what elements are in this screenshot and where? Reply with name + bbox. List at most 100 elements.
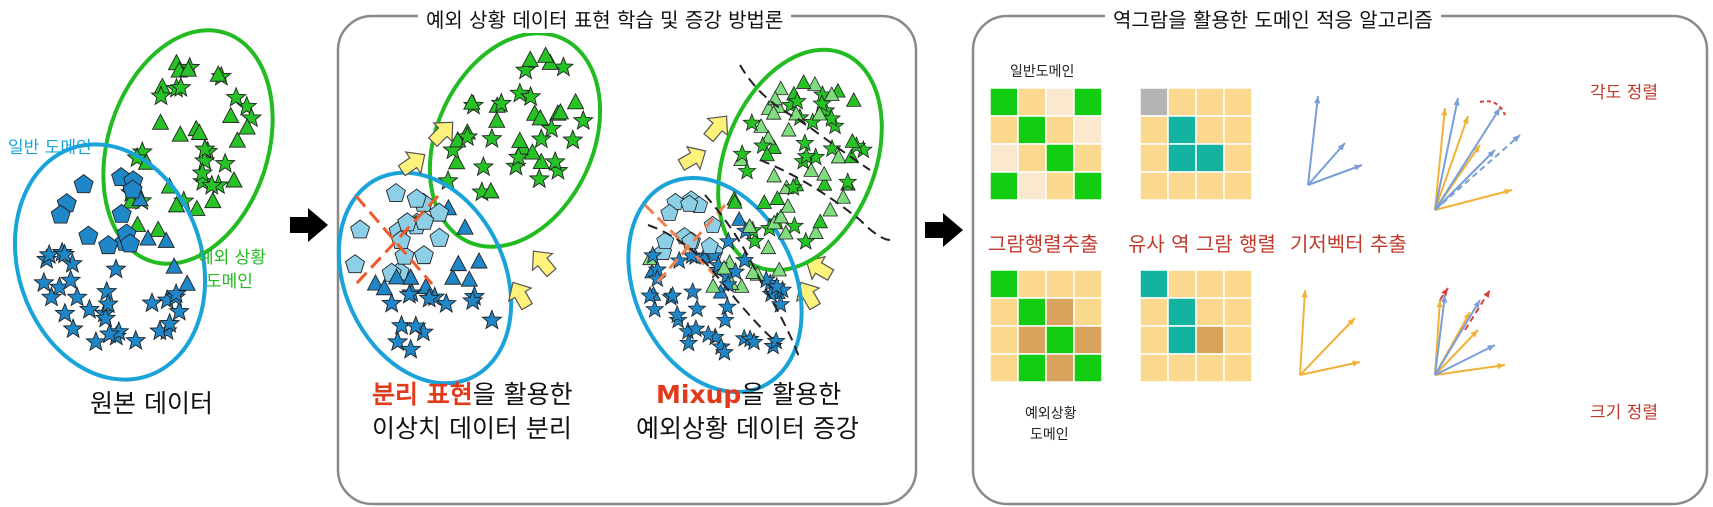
star-marker [481,128,502,148]
triangle-marker [222,107,240,124]
matrix-cell [1195,325,1225,355]
gram-matrix-exception [989,269,1103,383]
pseudo-inverse-label: 유사 역 그람 행렬 [1128,232,1276,256]
matrix-cell [1167,171,1197,201]
mix-caption-rest: 을 활용한 [741,380,842,409]
vector-arrowhead [1483,290,1490,298]
matrix-cell [1195,353,1225,383]
matrix-cell [1017,297,1047,327]
pent-marker [385,183,406,203]
star-marker [795,133,814,152]
basis-vector [1434,134,1521,211]
basis-vector [1299,289,1306,376]
triangle-marker [228,131,246,148]
triangle-marker [511,131,529,148]
matrix-cell [1045,325,1075,355]
star-marker [33,272,54,292]
tri-marker [456,218,474,235]
matrix-cell [1139,115,1169,145]
sep-green-ellipse [427,31,603,249]
vector-arrowhead [1314,96,1321,104]
star-marker [679,333,698,352]
vector-arrowhead [1347,318,1355,326]
yellow-arrow [795,281,822,311]
matrix-cell [1017,269,1047,299]
vector-arrowhead [1301,290,1308,298]
yellow-arrow [677,145,707,172]
star-marker [125,330,146,350]
left-normal-domain-label: 일반 도메인 [8,138,92,158]
matrix-cell [1139,87,1169,117]
matrix-cell [1017,87,1047,117]
right-panel-title: 역그람을 활용한 도메인 적응 알고리즘 [1105,4,1441,33]
matrix-cell [1223,143,1253,173]
matrix-cell [1223,297,1253,327]
basis-vector [1307,142,1346,186]
matrix-cell [1139,325,1169,355]
triangle-marker [781,122,797,137]
triangle-marker [766,168,782,183]
pent-marker [345,254,366,274]
matrix-cell [1139,353,1169,383]
matrix-cell [1139,269,1169,299]
matrix-cell [1195,171,1225,201]
vector-arrowhead [1436,300,1443,308]
tri-marker [470,252,488,269]
matrix-cell [1167,143,1197,173]
matrix-cell [1073,297,1103,327]
transition-arrow-1 [290,208,328,242]
basis-extract-label: 기저벡터 추출 [1290,232,1407,256]
matrix-cell [1195,297,1225,327]
pseudo-inverse-matrix-exception [1139,269,1253,383]
star-marker [85,331,106,351]
matrix-cell [1073,115,1103,145]
star-marker [562,129,583,149]
left-green-domain-ellipse [101,28,275,266]
transition-arrow-2 [925,213,963,247]
matrix-cell [1167,297,1197,327]
basis-vector [1464,289,1491,331]
vector-arrowhead [1473,145,1480,153]
star-marker [481,309,502,330]
basis-vector [1307,164,1363,186]
vector-arrowhead [1470,330,1478,338]
star-marker [105,258,126,279]
size-align-label: 크기 정렬 [1590,403,1658,423]
pent-marker [406,188,427,208]
vector-arrowhead [1473,300,1480,308]
triangle-marker [822,202,838,217]
middle-panel-title: 예외 상황 데이터 표현 학습 및 증강 방법론 [418,4,792,33]
matrix-cell [1045,269,1075,299]
sep-blue-ellipse [336,170,514,386]
yellow-arrow [427,121,454,148]
star-marker [142,292,163,312]
matrix-cell [1167,325,1197,355]
triangle-marker [756,194,772,209]
matrix-cell [1167,269,1197,299]
basis-vector [1307,95,1319,186]
matrix-cell [1017,143,1047,173]
pseudo-inverse-matrix-normal [1139,87,1253,201]
star-marker [573,110,594,130]
sep-caption-highlight: 분리 표현 [372,380,473,409]
star-marker [683,282,702,300]
basis-vector [1434,189,1513,211]
matrix-cell [1223,171,1253,201]
matrix-cell [989,297,1019,327]
basis-vector [1299,361,1361,376]
star-marker [63,318,84,338]
left-exception-domain-label-2: 도메인 [206,272,253,292]
matrix-cell [1045,143,1075,173]
star-marker [520,86,541,106]
matrix-cell [1073,143,1103,173]
basis-vector [1434,329,1479,376]
sep-caption-rest: 을 활용한 [472,380,573,409]
left-blue-domain-ellipse [12,142,208,382]
triangle-marker [846,92,862,107]
matrix-cell [989,353,1019,383]
tri-marker [178,274,196,291]
basis-vector [1434,97,1459,211]
triangle-marker [796,74,812,89]
vector-arrowhead [1512,135,1520,143]
vector-arrowhead [1487,150,1495,158]
